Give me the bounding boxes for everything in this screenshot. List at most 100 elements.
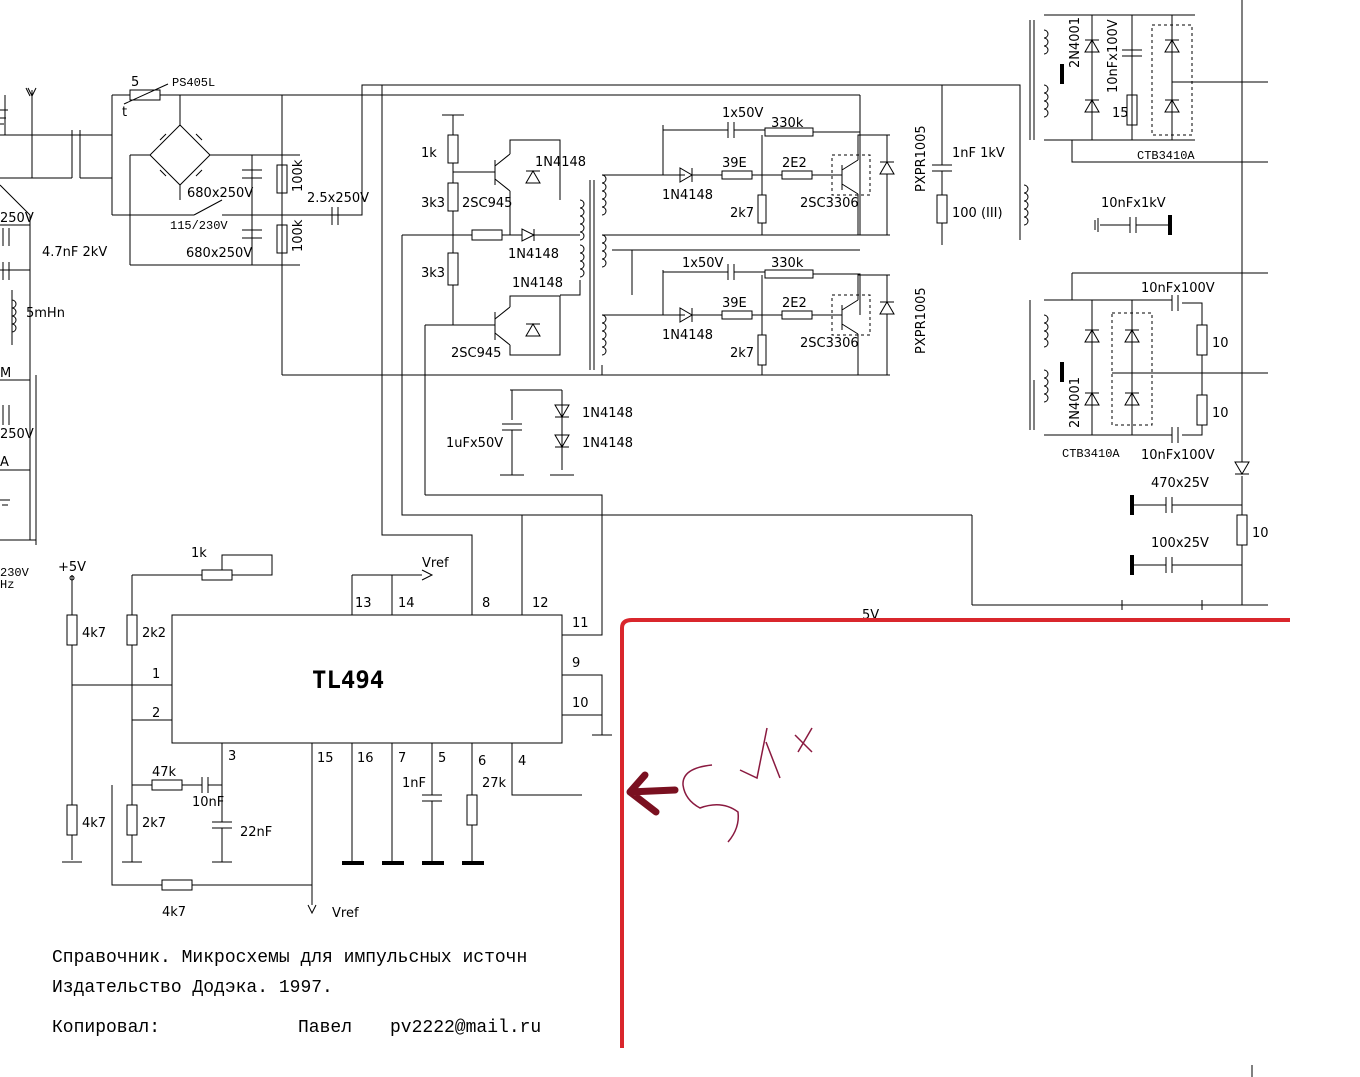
cap-10nfx100v-a-label: 10nFx100V: [1106, 19, 1121, 93]
pin-10-label: 10: [572, 696, 589, 711]
cap-10nfx1kv-label: 10nFx1kV: [1101, 196, 1166, 211]
pin-1-label: 1: [152, 667, 160, 682]
resistor-47k: [151, 779, 183, 791]
pin-15-label: 15: [317, 751, 334, 766]
footer-copied-label: Копировал:: [52, 1018, 160, 1038]
r-330k-a-label: 330k: [771, 116, 804, 131]
r-15-label: 15: [1112, 106, 1129, 121]
left-5mhn-label: 5mHn: [26, 306, 65, 321]
ctb-a-label: CTB3410A: [1137, 149, 1195, 163]
left-250v-label: 250V: [0, 211, 34, 226]
d-2n4001-a-label: 2N4001: [1068, 17, 1083, 68]
resistor-100k-b: [276, 224, 288, 254]
pin-12-label: 12: [532, 596, 549, 611]
pin-3-label: 3: [228, 749, 236, 764]
bridge-rectifier-section: 5 PS405L t 680x250V 115/230V 680x250V 10…: [111, 75, 1021, 376]
cap-22nf-label: 22nF: [240, 825, 272, 840]
tl494-section: TL494 1k Vref 13 14 8 12 11 9 10 +5V 4k7…: [58, 546, 612, 921]
resistor-10-c: [1236, 514, 1248, 546]
plus5v-label: +5V: [58, 560, 86, 575]
red-border-line: [620, 618, 1290, 1048]
diode-1n4148-a-body: [525, 170, 541, 184]
cap-10nfx100v-b-label: 10nFx100V: [1141, 281, 1215, 296]
d-1n4148-a-label: 1N4148: [535, 155, 586, 170]
resistor-10-a: [1196, 324, 1208, 356]
footer-line-2: Издательство Додэка. 1997.: [52, 978, 333, 998]
left-230v-label: 230V: [0, 566, 30, 580]
resistor-2k2: [126, 614, 138, 646]
cap-1x50-a-label: 1x50V: [722, 106, 764, 121]
r-3k3-a-label: 3k3: [421, 196, 445, 211]
transistor-2sc3306-a-box: [831, 154, 871, 196]
r-39e-b-label: 39E: [722, 296, 747, 311]
left-250v-b-label: 250V: [0, 427, 34, 442]
r-2k2-label: 2k2: [142, 626, 166, 641]
r-2k7-a-label: 2k7: [730, 206, 754, 221]
resistor-4k7-a: [66, 614, 78, 646]
switch-115-230v-label: 115/230V: [170, 219, 228, 233]
d-2n4001-b-label: 2N4001: [1068, 377, 1083, 428]
output-section: 2N4001 10nFx100V 15 CTB3410A 10nFx1kV 10…: [862, 0, 1269, 1077]
resistor-2k7-a: [757, 194, 767, 224]
diode-1n4148-b-body: [525, 323, 541, 337]
thermistor-ps405l: [129, 89, 161, 101]
handwritten-vk-scribble: [739, 727, 813, 780]
footer-line-1: Справочник. Микросхемы для импульсных ис…: [52, 948, 527, 968]
driver-section: 1k 3k3 3k3 2SC945 2SC945 1N4148 1N4148 1…: [421, 114, 633, 495]
feedback-wires: [381, 85, 972, 615]
resistor-39e-a: [721, 170, 753, 180]
r-10-c-label: 10: [1252, 526, 1269, 541]
potentiometer-1k: [201, 569, 233, 581]
r-39e-a-label: 39E: [722, 156, 747, 171]
diode-pair-box-b: [1111, 312, 1153, 426]
tl494-chip-label: TL494: [312, 666, 384, 694]
handwritten-5-scribble: [682, 764, 740, 843]
r-2e2-b-label: 2E2: [782, 296, 807, 311]
d-pxpr-a-label: PXPR1005: [914, 125, 929, 192]
resistor-3k3-b: [447, 252, 459, 286]
r-10-b-label: 10: [1212, 406, 1229, 421]
resistor-330k-b: [764, 269, 814, 279]
cap-470-label: 470x25V: [1151, 476, 1209, 491]
cap-1x50-b-label: 1x50V: [682, 256, 724, 271]
vref-bottom-label: Vref: [332, 906, 359, 921]
cap-2-5-label: 2.5x250V: [307, 191, 369, 206]
resistor-4k7-c: [161, 879, 193, 891]
left-hz-label: Hz: [0, 578, 14, 592]
fuse-t-label: t: [122, 105, 127, 120]
power-stage-section: 1x50V 330k 39E 2E2 1N4148 2k7 2SC3306 PX…: [282, 85, 1029, 375]
pot-1k-label: 1k: [191, 546, 207, 561]
resistor-100-iii: [936, 194, 948, 224]
resistor-driver-mid: [471, 229, 503, 241]
q-2sc945-a-label: 2SC945: [462, 196, 512, 211]
resistor-1k-top: [447, 134, 459, 164]
fuse-number-label: 5: [131, 75, 139, 90]
cap-1uf-label: 1uFx50V: [446, 436, 503, 451]
footer-name: Павел: [298, 1018, 352, 1038]
r-2e2-a-label: 2E2: [782, 156, 807, 171]
r-1k-top-label: 1k: [421, 146, 437, 161]
left-a-label: A: [0, 455, 9, 470]
left-edge-fragment: 250V 4.7nF 2kV 5mHn M 250V A 230V Hz: [0, 87, 112, 592]
r-10-a-label: 10: [1212, 336, 1229, 351]
r-4k7-b-label: 4k7: [82, 816, 106, 831]
cap-680-a-label: 680x250V: [187, 186, 253, 201]
resistor-2k7-b: [757, 334, 767, 366]
pin-7-label: 7: [398, 751, 406, 766]
resistor-27k: [466, 794, 478, 826]
cap-10nf-label: 10nF: [192, 795, 224, 810]
cap-10nfx100v-c-label: 10nFx100V: [1141, 448, 1215, 463]
r-100-iii-label: 100 (III): [952, 206, 1003, 221]
resistor-3k3-a: [447, 182, 459, 212]
resistor-4k7-b: [66, 804, 78, 836]
footer-text: Справочник. Микросхемы для импульсных ис…: [52, 948, 541, 1038]
r-47k-label: 47k: [152, 765, 177, 780]
resistor-15: [1126, 94, 1138, 126]
d-1n4148-f-label: 1N4148: [662, 188, 713, 203]
red-overlay: [620, 618, 1290, 1048]
r-4k7-a-label: 4k7: [82, 626, 106, 641]
left-4-7nf-label: 4.7nF 2kV: [42, 245, 107, 260]
q-2sc3306-a-label: 2SC3306: [800, 196, 859, 211]
tl494-chip: [171, 614, 563, 744]
